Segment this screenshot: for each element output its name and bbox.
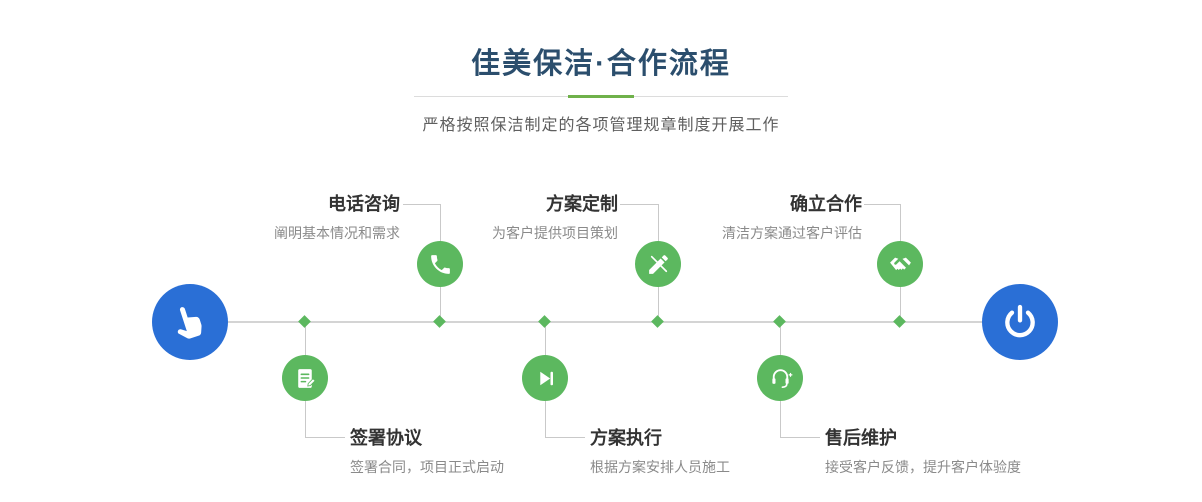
timeline-diamond [773, 315, 786, 328]
connector [780, 323, 781, 355]
connector [900, 286, 901, 322]
step-sign-contract-label: 签署协议 签署合同，项目正式启动 [350, 427, 650, 476]
power-icon [1000, 302, 1040, 342]
step-desc: 为客户提供项目策划 [492, 225, 618, 241]
pencil-design-icon [646, 252, 671, 277]
step-execute-plan-label: 方案执行 根据方案安排人员施工 [590, 427, 890, 476]
handshake-icon [888, 252, 913, 277]
step-desc: 根据方案安排人员施工 [590, 459, 730, 475]
timeline-line [190, 321, 1020, 323]
step-desc: 阐明基本情况和需求 [274, 225, 400, 241]
title-divider [414, 95, 788, 98]
step-phone-consult-label: 电话咨询 阐明基本情况和需求 [140, 193, 400, 242]
step-sign-contract-node [282, 355, 328, 401]
connector [900, 204, 901, 242]
page-title: 佳美保洁·合作流程 [471, 48, 731, 80]
connector [780, 401, 781, 437]
step-title: 签署协议 [350, 428, 422, 448]
connector [545, 401, 546, 437]
step-title: 售后维护 [825, 428, 897, 448]
connector [864, 204, 900, 205]
connector [658, 204, 659, 242]
hand-pointer-icon [165, 297, 215, 347]
play-execute-icon [533, 366, 558, 391]
connector [440, 286, 441, 322]
step-establish-coop-node [877, 241, 923, 287]
connector [658, 286, 659, 322]
step-desc: 接受客户反馈，提升客户体验度 [825, 459, 1021, 475]
phone-icon [428, 252, 453, 277]
headset-support-icon [768, 366, 793, 391]
connector [545, 323, 546, 355]
step-execute-plan-node [522, 355, 568, 401]
timeline-diamond [893, 315, 906, 328]
end-node [982, 284, 1058, 360]
step-aftersale-node [757, 355, 803, 401]
step-plan-design-label: 方案定制 为客户提供项目策划 [358, 193, 618, 242]
start-node [152, 284, 228, 360]
step-plan-design-node [635, 241, 681, 287]
step-phone-consult-node [417, 241, 463, 287]
timeline-diamond [298, 315, 311, 328]
timeline-diamond [651, 315, 664, 328]
contract-icon [293, 366, 318, 391]
step-aftersale-label: 售后维护 接受客户反馈，提升客户体验度 [825, 427, 1125, 476]
timeline-diamond [538, 315, 551, 328]
connector [620, 204, 658, 205]
step-title: 确立合作 [790, 194, 862, 214]
connector [403, 204, 440, 205]
step-title: 方案执行 [590, 428, 662, 448]
timeline-diamond [433, 315, 446, 328]
connector [780, 437, 820, 438]
step-title: 电话咨询 [328, 194, 400, 214]
step-establish-coop-label: 确立合作 清洁方案通过客户评估 [602, 193, 862, 242]
step-title: 方案定制 [546, 194, 618, 214]
connector [545, 437, 585, 438]
connector [305, 323, 306, 355]
step-desc: 清洁方案通过客户评估 [722, 225, 862, 241]
step-desc: 签署合同，项目正式启动 [350, 459, 504, 475]
divider-accent [568, 95, 634, 98]
page-subtitle: 严格按照保洁制定的各项管理规章制度开展工作 [422, 117, 780, 134]
connector [440, 204, 441, 242]
connector [305, 437, 345, 438]
connector [305, 401, 306, 437]
